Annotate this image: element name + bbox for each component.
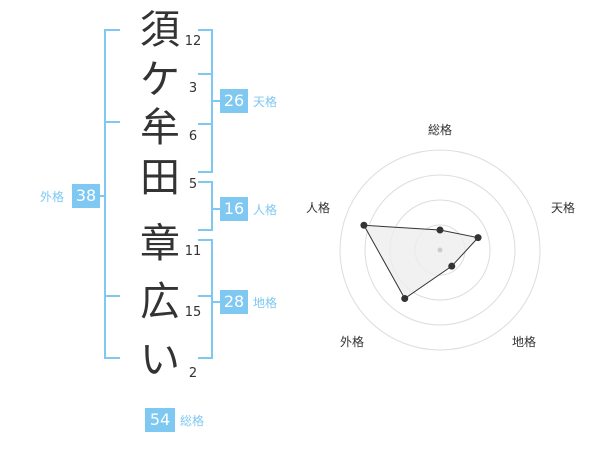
- gaikaku-label: 外格: [40, 190, 65, 204]
- radar-point-1: [436, 226, 444, 234]
- chikaku-value: 28: [220, 290, 248, 314]
- radar-grid-ring: [339, 149, 541, 351]
- name-char-6: 広: [140, 279, 180, 325]
- jinkaku-label: 人格: [253, 203, 278, 217]
- radar-label-soukaku: 総格: [427, 123, 452, 137]
- stroke-count-4: 5: [188, 177, 198, 192]
- soukaku-label: 総格: [180, 414, 205, 428]
- radar-point-2: [474, 234, 482, 242]
- radar-label-jinkaku: 人格: [305, 201, 330, 215]
- name-char-5: 章: [140, 221, 180, 267]
- name-char-7: い: [140, 337, 180, 383]
- name-char-4: 田: [140, 155, 180, 201]
- radar-label-gaikaku: 外格: [339, 335, 364, 349]
- tenkaku-value: 26: [220, 89, 248, 113]
- gaikaku-value: 38: [72, 184, 100, 208]
- name-char-2: ケ: [140, 57, 180, 103]
- radar-label-tenkaku: 天格: [550, 201, 575, 215]
- stroke-count-1: 12: [184, 34, 202, 49]
- radar-center-dot: [437, 247, 443, 253]
- soukaku-value: 54: [145, 408, 175, 432]
- tenkaku-label: 天格: [253, 95, 278, 109]
- stroke-count-5: 11: [184, 244, 202, 259]
- chikaku-label: 地格: [253, 296, 278, 310]
- stroke-count-6: 15: [184, 305, 202, 320]
- name-char-3: 牟: [140, 105, 180, 151]
- stroke-count-2: 3: [188, 81, 198, 96]
- radar-point-3: [448, 262, 456, 270]
- jinkaku-value: 16: [220, 197, 248, 221]
- radar-polygon: [363, 224, 480, 300]
- stroke-count-7: 2: [188, 366, 198, 381]
- radar-grid-ring: [364, 174, 516, 326]
- name-char-1: 須: [140, 7, 180, 53]
- radar-point-4: [401, 295, 409, 303]
- stroke-count-3: 6: [188, 129, 198, 144]
- radar-point-5: [360, 221, 368, 229]
- radar-label-chikaku: 地格: [511, 335, 536, 349]
